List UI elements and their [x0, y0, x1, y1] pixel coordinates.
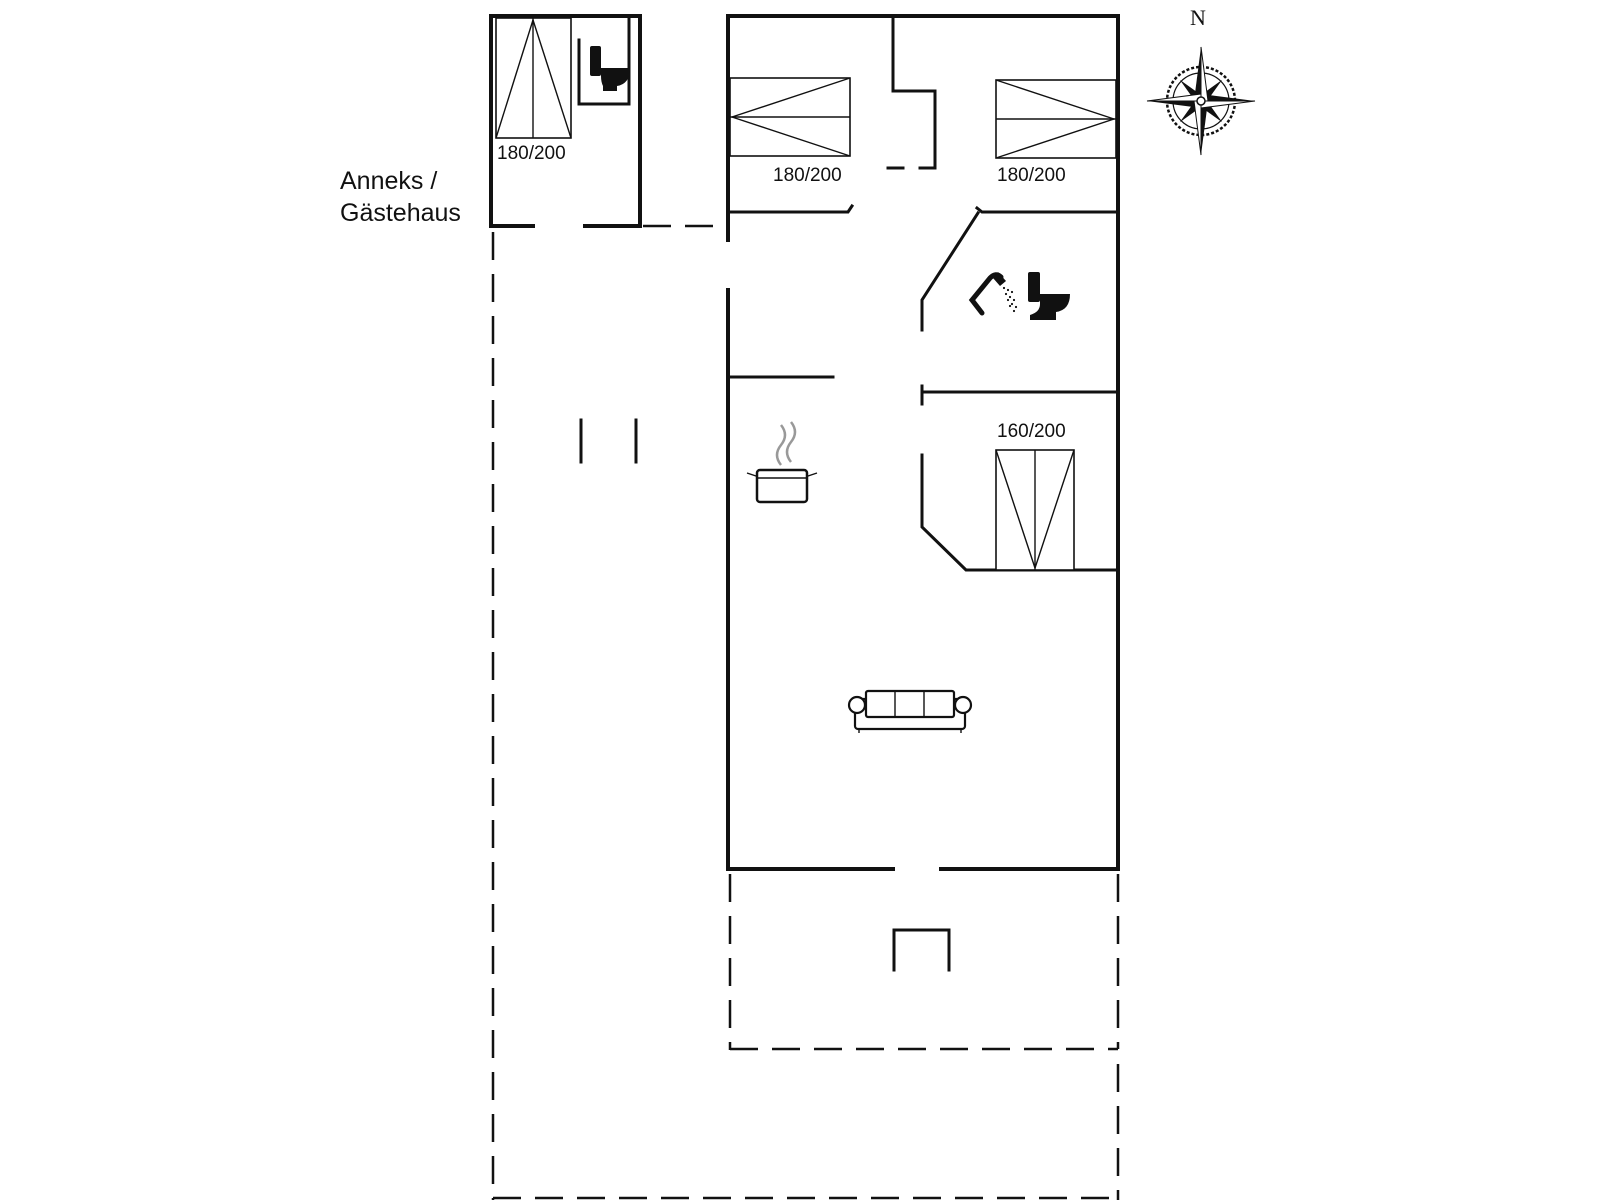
annex-walls: [489, 14, 642, 228]
annex-label-line-2: Gästehaus: [340, 199, 461, 227]
annex-bed: [495, 17, 572, 139]
annex-label-line-1: Anneks /: [340, 167, 437, 195]
bathroom-toilet-icon: [1028, 272, 1070, 320]
compass-rose-icon: [1146, 46, 1256, 156]
bedroom-1-bed: [729, 77, 851, 157]
bedroom-3-bed-size: 160/200: [997, 421, 1066, 442]
main-house-walls: [726, 14, 1120, 871]
terrace-step: [892, 928, 951, 972]
cooking-pot-icon: [746, 421, 818, 504]
shower-icon: [968, 272, 1018, 316]
terrace-post-marks: [579, 418, 638, 464]
bedroom-3-bed: [995, 449, 1075, 571]
bedroom-1-bed-size: 180/200: [773, 165, 842, 186]
bedroom-2-bed: [995, 79, 1117, 159]
annex-bed-size: 180/200: [497, 143, 566, 164]
bedroom-2-bed-size: 180/200: [997, 165, 1066, 186]
terrace-outline: [491, 224, 1120, 1200]
north-letter: N: [1190, 5, 1206, 30]
annex-toilet-icon: [590, 46, 630, 91]
sofa-icon: [847, 689, 973, 733]
